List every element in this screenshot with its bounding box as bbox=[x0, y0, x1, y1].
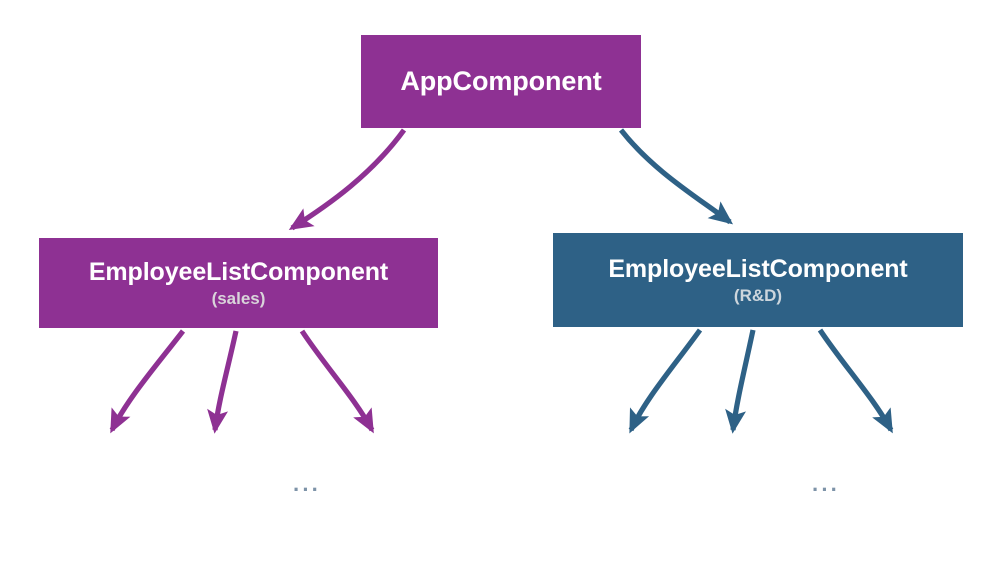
node-app-component[interactable]: AppComponent bbox=[361, 35, 641, 128]
leaf-sales-e1-label: E1 bbox=[74, 474, 105, 508]
leaf-rnd-en[interactable]: En bbox=[862, 443, 962, 538]
leaf-rnd-en-label: En bbox=[896, 474, 928, 508]
node-employee-list-sales[interactable]: EmployeeListComponent (sales) bbox=[39, 238, 438, 328]
ellipsis-rnd: ··· bbox=[812, 477, 840, 502]
edge-sales-to-e1 bbox=[109, 329, 186, 434]
leaf-sales-e1[interactable]: E1 bbox=[39, 443, 140, 538]
leaf-sales-e2[interactable]: E2 bbox=[156, 443, 257, 538]
node-employee-list-rnd-sublabel: (R&D) bbox=[733, 285, 783, 305]
node-employee-list-rnd-label: EmployeeListComponent bbox=[608, 254, 908, 283]
leaf-sales-e2-label: E2 bbox=[191, 474, 222, 508]
leaf-rnd-e2-label: E2 bbox=[711, 474, 741, 508]
leaf-sales-en-label: En bbox=[378, 474, 409, 508]
ellipsis-sales: ··· bbox=[293, 477, 321, 502]
edge-app-to-rnd bbox=[618, 128, 734, 225]
leaf-rnd-e1-label: E1 bbox=[594, 474, 624, 508]
node-app-component-label: AppComponent bbox=[400, 66, 602, 97]
node-employee-list-rnd[interactable]: EmployeeListComponent (R&D) bbox=[553, 233, 963, 327]
edge-sales-to-en bbox=[299, 329, 375, 434]
leaf-sales-en[interactable]: En bbox=[343, 443, 444, 538]
node-employee-list-sales-label: EmployeeListComponent bbox=[88, 257, 389, 286]
edge-app-to-sales bbox=[288, 128, 407, 231]
edge-rnd-to-e2 bbox=[725, 329, 756, 434]
edge-rnd-to-en bbox=[817, 328, 894, 434]
node-employee-list-sales-sublabel: (sales) bbox=[211, 288, 266, 308]
edge-rnd-to-e1 bbox=[628, 328, 703, 434]
leaf-rnd-e1[interactable]: E1 bbox=[559, 443, 659, 538]
edge-sales-to-e2 bbox=[207, 330, 239, 434]
leaf-rnd-e2[interactable]: E2 bbox=[676, 443, 776, 538]
